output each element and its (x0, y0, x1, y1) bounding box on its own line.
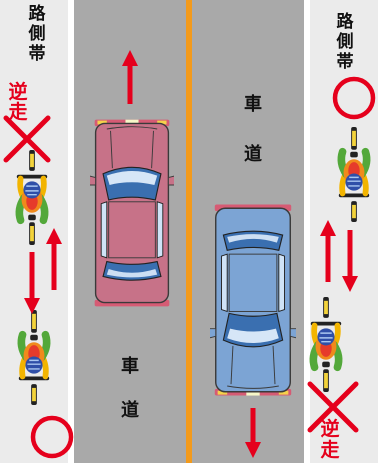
label-road-left: 車 道 (121, 355, 139, 421)
ok-mark-left-icon (30, 415, 74, 459)
right-edge-line (304, 0, 310, 463)
label-wrong-way-left: 逆 走 (8, 80, 27, 123)
label-shoulder-left: 路 側 帯 (28, 3, 47, 64)
blue-car (210, 203, 296, 397)
label-char: 走 (320, 439, 339, 461)
label-char: 帯 (29, 43, 46, 64)
wrong-mark-right-icon (307, 381, 359, 433)
label-char: 帯 (337, 51, 354, 72)
pink-car (90, 118, 174, 308)
label-wrong-way-right: 逆 走 (320, 417, 339, 461)
label-char: 側 (336, 31, 354, 52)
left-edge-line (68, 0, 74, 463)
center-line (186, 0, 192, 463)
label-char: 側 (28, 23, 46, 44)
label-char: 路 (29, 3, 47, 24)
label-char: 車 (244, 93, 262, 115)
label-road-right: 車 道 (244, 93, 262, 165)
label-shoulder-right: 路 側 帯 (336, 11, 355, 72)
label-char: 車 (121, 355, 139, 377)
label-char: 道 (121, 399, 139, 421)
label-char: 走 (8, 101, 27, 123)
label-char: 逆 (8, 80, 27, 103)
label-char: 逆 (320, 417, 339, 440)
label-char: 道 (244, 143, 262, 165)
label-char: 路 (337, 11, 355, 32)
ok-mark-right-icon (332, 76, 376, 120)
wrong-mark-left-icon (3, 115, 51, 163)
